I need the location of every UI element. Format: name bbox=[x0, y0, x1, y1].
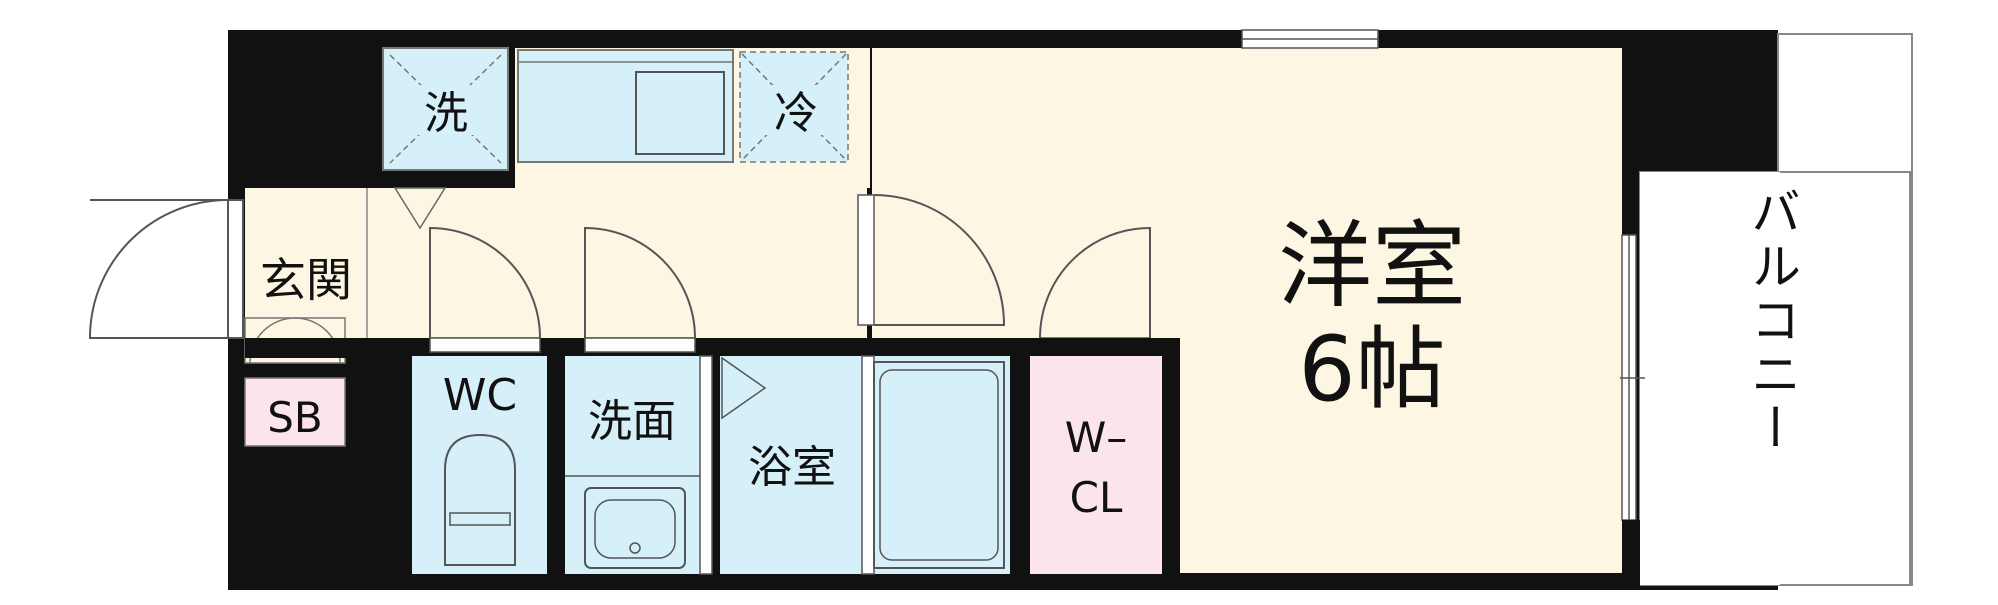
toilet-room-jamb bbox=[429, 337, 541, 353]
kitchen-marker bbox=[393, 187, 447, 230]
bathtub-divider bbox=[861, 355, 875, 575]
bathroom-door-marker bbox=[721, 356, 767, 420]
fridge-label: 冷 bbox=[774, 88, 818, 139]
balcony-wall-gap bbox=[1640, 172, 1780, 585]
toilet-door-swing bbox=[429, 226, 541, 339]
right-wall-strip bbox=[1622, 520, 1640, 590]
balcony-label: バルコニー bbox=[1743, 186, 1801, 456]
main-room-door-swing bbox=[873, 194, 1006, 326]
washroom-door-swing bbox=[584, 226, 696, 339]
washroom-label: 洗面 bbox=[588, 396, 676, 447]
entrance-door-swing bbox=[89, 199, 229, 339]
washer-diag-2 bbox=[389, 54, 502, 164]
entrance-floor bbox=[245, 188, 367, 338]
main-room-label: 洋室 bbox=[1278, 212, 1466, 321]
shoe-box-label: SB bbox=[267, 393, 322, 442]
upper-wall-strip bbox=[245, 338, 398, 358]
closet-label-line2: CL bbox=[1070, 473, 1123, 522]
washer-label-bg bbox=[416, 85, 476, 135]
toilet-tank bbox=[449, 512, 511, 526]
closet-label-line1: W– bbox=[1065, 413, 1128, 462]
main-room-size-label: 6帖 bbox=[1298, 317, 1445, 422]
washroom-partition bbox=[699, 355, 713, 575]
bathtub-inner bbox=[879, 369, 999, 561]
washer-diag-1 bbox=[389, 54, 502, 164]
washroom-jamb bbox=[584, 337, 696, 353]
vanity-bowl bbox=[594, 499, 676, 559]
entrance-door-frame bbox=[227, 199, 244, 339]
kitchen-sink bbox=[635, 71, 725, 155]
bathroom-label: 浴室 bbox=[748, 442, 836, 493]
fridge-label-bg bbox=[765, 85, 825, 135]
washer-label: 洗 bbox=[424, 88, 468, 139]
closet-room bbox=[1030, 356, 1162, 574]
closet-door-swing bbox=[1039, 226, 1151, 339]
toilet-fixture bbox=[444, 433, 516, 566]
vanity-drain bbox=[629, 542, 641, 554]
main-room-door-jamb bbox=[857, 194, 875, 326]
shoe-box-area bbox=[244, 377, 346, 447]
entrance-label: 玄関 bbox=[260, 253, 352, 307]
toilet-label: WC bbox=[443, 370, 517, 421]
